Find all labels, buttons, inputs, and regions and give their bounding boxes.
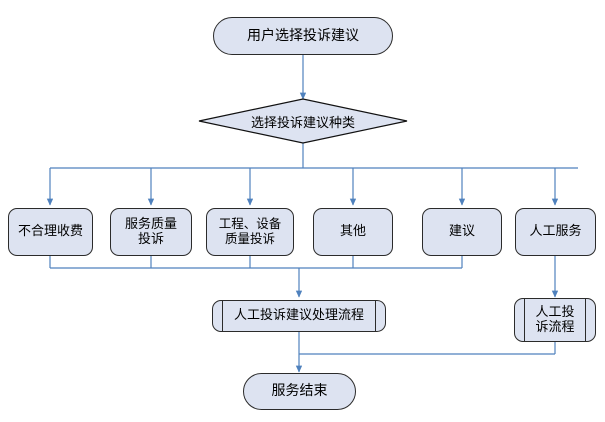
node-process-manual-complaint-flow-label: 人工投 诉流程 (535, 304, 575, 335)
node-end[interactable]: 服务结束 (243, 373, 356, 410)
diamond-shape (198, 98, 408, 144)
node-category-engineering-equipment-quality-complaint[interactable]: 工程、设备 质量投诉 (206, 208, 294, 256)
node-decision-label: 选择投诉建议种类 (250, 115, 355, 131)
node-process-manual-complaint-handling-label: 人工投诉建议处理流程 (233, 308, 364, 324)
predefined-bar-left (222, 301, 223, 331)
predefined-bar-right (375, 301, 376, 331)
node-category-suggestion[interactable]: 建议 (422, 208, 502, 256)
node-start[interactable]: 用户选择投诉建议 (213, 17, 393, 55)
node-decision[interactable]: 选择投诉建议种类 (198, 98, 408, 144)
node-category-manual-service[interactable]: 人工服务 (515, 208, 596, 256)
node-category-service-quality-complaint[interactable]: 服务质量 投诉 (110, 208, 192, 256)
node-process-manual-complaint-flow[interactable]: 人工投 诉流程 (514, 298, 596, 342)
node-category-other[interactable]: 其他 (313, 208, 393, 256)
predefined-bar-right-2 (585, 299, 586, 341)
node-process-manual-complaint-handling[interactable]: 人工投诉建议处理流程 (212, 300, 386, 332)
predefined-bar-left-2 (524, 299, 525, 341)
node-category-unreasonable-charge[interactable]: 不合理收费 (8, 208, 93, 256)
